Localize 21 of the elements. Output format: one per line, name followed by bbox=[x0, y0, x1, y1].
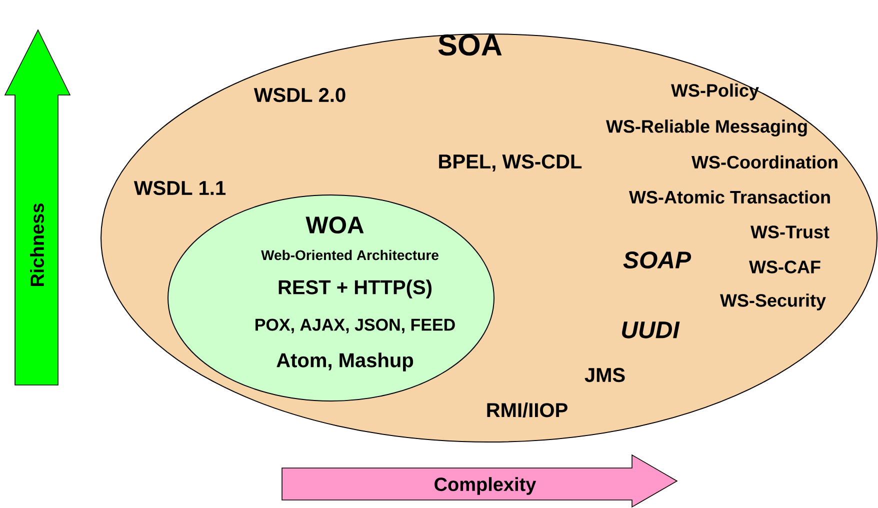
term-label: WSDL 1.1 bbox=[134, 180, 226, 196]
term-label: SOAP bbox=[623, 252, 692, 268]
heading: WOA bbox=[306, 216, 364, 234]
term-label: WS-Reliable Messaging bbox=[606, 120, 807, 136]
term-label: WS-CAF bbox=[749, 260, 820, 274]
term-label: Atom, Mashup bbox=[276, 352, 414, 372]
term-label: UUDI bbox=[622, 322, 680, 338]
term-label: WS-Trust bbox=[750, 226, 830, 238]
term-label: RMI/IIOP bbox=[487, 402, 568, 418]
term-label: WS-Coordination bbox=[692, 155, 838, 169]
term-label: REST + HTTP(S) bbox=[278, 280, 432, 298]
term-label: WS-Policy bbox=[671, 84, 759, 100]
term-label: POX, AJAX, JSON, FEED bbox=[256, 318, 455, 334]
term-label: Web-Oriented Architecture bbox=[261, 250, 438, 260]
term-label: BPEL, WS-CDL bbox=[439, 154, 582, 172]
heading: SOA bbox=[438, 34, 502, 56]
term-label: JMS bbox=[584, 368, 625, 382]
term-label: WSDL 2.0 bbox=[254, 88, 346, 102]
term-label: WS-Atomic Transaction bbox=[629, 190, 830, 204]
ellipse-region bbox=[168, 194, 494, 402]
term-label: WS-Security bbox=[720, 294, 826, 310]
